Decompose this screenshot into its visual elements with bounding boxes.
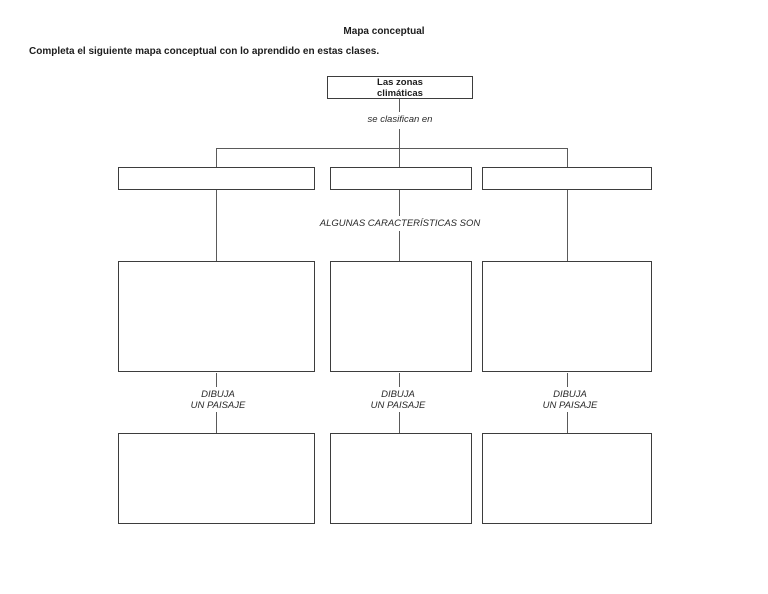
connector-line bbox=[399, 99, 400, 112]
connector-line bbox=[216, 148, 568, 149]
connector-line bbox=[567, 412, 568, 433]
drawing-box-1[interactable] bbox=[118, 433, 315, 524]
connector-line bbox=[399, 190, 400, 216]
connector-line bbox=[567, 148, 568, 167]
draw-instruction-label-2: DIBUJA UN PAISAJE bbox=[338, 389, 458, 411]
characteristics-box-3[interactable] bbox=[482, 261, 652, 372]
draw-instruction-label-3: DIBUJA UN PAISAJE bbox=[510, 389, 630, 411]
connector-line bbox=[399, 373, 400, 387]
drawing-box-2[interactable] bbox=[330, 433, 472, 524]
characteristics-link-label: ALGUNAS CARACTERÍSTICAS SON bbox=[280, 218, 520, 229]
classification-link-label: se clasifican en bbox=[329, 114, 471, 125]
characteristics-box-1[interactable] bbox=[118, 261, 315, 372]
draw-instruction-label-1: DIBUJA UN PAISAJE bbox=[158, 389, 278, 411]
connector-line bbox=[216, 373, 217, 387]
connector-line bbox=[216, 148, 217, 167]
connector-line bbox=[399, 129, 400, 148]
connector-line bbox=[216, 412, 217, 433]
connector-line bbox=[399, 412, 400, 433]
characteristics-box-2[interactable] bbox=[330, 261, 472, 372]
zone-name-box-2[interactable] bbox=[330, 167, 472, 190]
page-title: Mapa conceptual bbox=[343, 26, 425, 37]
zone-name-box-1[interactable] bbox=[118, 167, 315, 190]
drawing-box-3[interactable] bbox=[482, 433, 652, 524]
connector-line bbox=[399, 148, 400, 167]
connector-line bbox=[399, 231, 400, 261]
instruction-text: Completa el siguiente mapa conceptual co… bbox=[29, 46, 380, 57]
zone-name-box-3[interactable] bbox=[482, 167, 652, 190]
root-concept-box: Las zonas climáticas bbox=[327, 76, 473, 99]
connector-line bbox=[216, 190, 217, 261]
connector-line bbox=[567, 190, 568, 261]
connector-line bbox=[567, 373, 568, 387]
